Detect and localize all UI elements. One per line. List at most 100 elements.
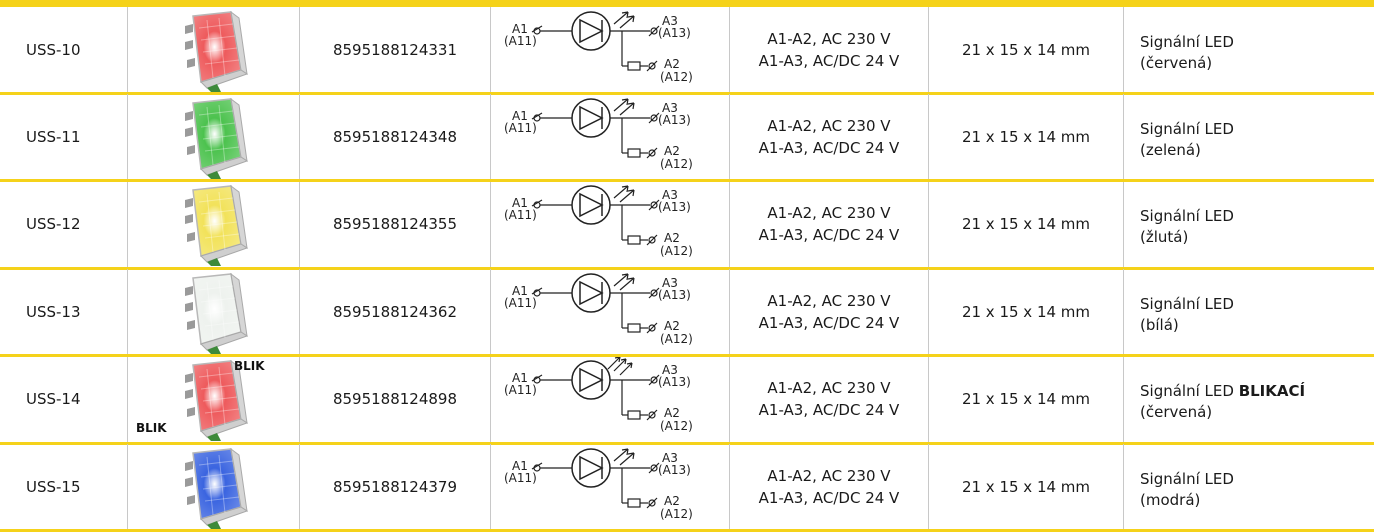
led-module-image <box>185 10 249 92</box>
product-image-cell <box>128 94 298 179</box>
terminal-label-a13: (A13) <box>658 288 691 302</box>
column-divider <box>729 7 730 92</box>
terminal-label-a13: (A13) <box>658 200 691 214</box>
table-row: USS-11 8595188124348 A1 (A11) <box>0 94 1374 183</box>
terminal-label-a2: A2 <box>664 406 680 420</box>
column-divider <box>1123 356 1124 442</box>
wiring-diagram-cell: A1 (A11) A3 (A13) A2 (A12) <box>491 357 729 442</box>
product-image-cell <box>128 357 298 442</box>
description-color: (žlutá) <box>1140 228 1189 247</box>
ean-code: 8595188124379 <box>332 477 458 496</box>
voltage-line-1: A1-A2, AC 230 V <box>767 116 891 135</box>
product-image-cell <box>128 444 298 529</box>
column-divider <box>1123 7 1124 92</box>
voltage-line-2: A1-A3, AC/DC 24 V <box>758 401 900 420</box>
description-main: Signální LED <box>1140 207 1234 226</box>
description-color: (bílá) <box>1140 315 1179 334</box>
product-image-cell <box>128 7 298 92</box>
wiring-diagram-cell: A1 (A11) A3 (A13) A2 (A12) <box>491 7 729 92</box>
terminal-label-a12: (A12) <box>660 157 693 171</box>
description-extra: BLIKACÍ <box>1238 382 1306 401</box>
dimensions: 21 x 15 x 14 mm <box>961 40 1091 59</box>
dimensions: 21 x 15 x 14 mm <box>961 477 1091 496</box>
wiring-diagram: A1 (A11) A3 (A13) A2 (A12) <box>504 185 693 258</box>
column-divider <box>299 94 300 180</box>
product-code: USS-10 <box>26 40 81 59</box>
terminal-label-a3: A3 <box>662 14 678 28</box>
wiring-diagram-cell: A1 (A11) A3 (A13) A2 (A12) <box>491 94 729 179</box>
terminal-label-a11: (A11) <box>504 296 537 310</box>
product-code: USS-12 <box>26 215 81 234</box>
voltage-line-1: A1-A2, AC 230 V <box>767 379 891 398</box>
ean-code: 8595188124331 <box>332 40 458 59</box>
column-divider <box>729 181 730 267</box>
wiring-diagram-cell: A1 (A11) A3 (A13) A2 (A12) <box>491 182 729 267</box>
terminal-label-a12: (A12) <box>660 507 693 521</box>
voltage-line-1: A1-A2, AC 230 V <box>767 204 891 223</box>
product-code: USS-11 <box>26 127 81 146</box>
column-divider <box>729 444 730 529</box>
voltage-cell: A1-A2, AC 230 V A1-A3, AC/DC 24 V <box>730 357 928 442</box>
row-rule <box>0 179 1374 183</box>
product-image-cell <box>128 269 298 354</box>
row-rule <box>0 266 1374 270</box>
description-main: Signální LED <box>1140 119 1234 138</box>
description-cell: Signální LED BLIKACÍ (červená) <box>1140 357 1374 442</box>
description-cell: Signální LED (žlutá) <box>1140 182 1374 267</box>
voltage-line-2: A1-A3, AC/DC 24 V <box>758 313 900 332</box>
terminal-label-a2: A2 <box>664 144 680 158</box>
description-cell: Signální LED (modrá) <box>1140 444 1374 529</box>
column-divider <box>729 94 730 180</box>
column-divider <box>490 94 491 180</box>
voltage-cell: A1-A2, AC 230 V A1-A3, AC/DC 24 V <box>730 94 928 179</box>
voltage-cell: A1-A2, AC 230 V A1-A3, AC/DC 24 V <box>730 182 928 267</box>
voltage-line-1: A1-A2, AC 230 V <box>767 291 891 310</box>
column-divider <box>127 269 128 355</box>
wiring-diagram: A1 (A11) A3 (A13) A2 (A12) <box>504 10 693 84</box>
column-divider <box>127 181 128 267</box>
ean-code: 8595188124348 <box>332 127 458 146</box>
description-color: (zelená) <box>1140 140 1201 159</box>
dimensions: 21 x 15 x 14 mm <box>961 127 1091 146</box>
wiring-diagram-cell: A1 (A11) A3 (A13) A2 (A12) <box>491 444 729 529</box>
terminal-label-a12: (A12) <box>660 332 693 346</box>
terminal-label-a2: A2 <box>664 231 680 245</box>
description-main: Signální LED <box>1140 32 1234 51</box>
column-divider <box>127 356 128 442</box>
row-rule <box>0 441 1374 445</box>
row-rule <box>0 354 1374 358</box>
description-cell: Signální LED (zelená) <box>1140 94 1374 179</box>
column-divider <box>490 7 491 92</box>
description-color: (červená) <box>1140 403 1213 422</box>
column-divider <box>299 181 300 267</box>
terminal-label-a12: (A12) <box>660 70 693 84</box>
dimensions: 21 x 15 x 14 mm <box>961 215 1091 234</box>
column-divider <box>1123 181 1124 267</box>
wiring-diagram: A1 (A11) A3 (A13) A2 (A12) <box>504 98 693 171</box>
terminal-label-a3: A3 <box>662 188 678 202</box>
top-rule <box>0 0 1374 7</box>
terminal-label-a1: A1 <box>512 22 528 36</box>
terminal-label-a3: A3 <box>662 451 678 465</box>
led-module-image <box>185 447 249 529</box>
led-module-image <box>185 185 249 267</box>
column-divider <box>490 444 491 529</box>
column-divider <box>1123 444 1124 529</box>
description-color: (červená) <box>1140 53 1213 72</box>
column-divider <box>928 269 929 355</box>
column-divider <box>928 444 929 529</box>
column-divider <box>127 444 128 529</box>
column-divider <box>928 7 929 92</box>
ean-code: 8595188124362 <box>332 302 458 321</box>
column-divider <box>928 181 929 267</box>
terminal-label-a11: (A11) <box>504 383 537 397</box>
column-divider <box>928 356 929 442</box>
column-divider <box>299 444 300 529</box>
terminal-label-a1: A1 <box>512 371 528 385</box>
column-divider <box>299 7 300 92</box>
voltage-cell: A1-A2, AC 230 V A1-A3, AC/DC 24 V <box>730 269 928 354</box>
column-divider <box>490 356 491 442</box>
column-divider <box>299 356 300 442</box>
terminal-label-a2: A2 <box>664 319 680 333</box>
